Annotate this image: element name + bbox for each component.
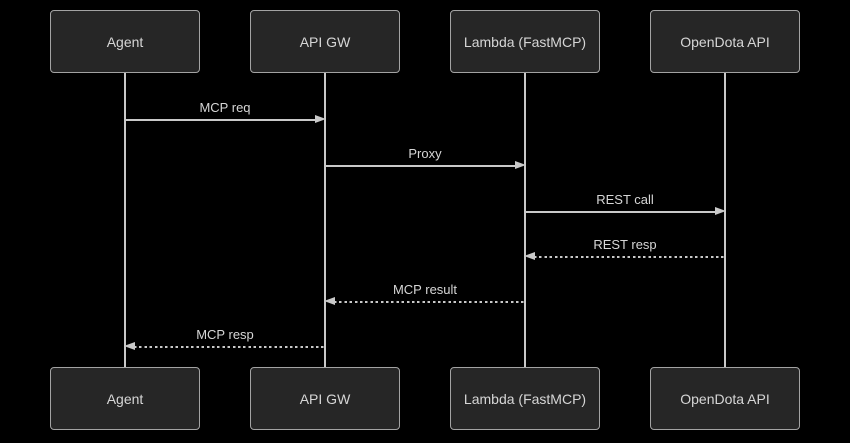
message-label: MCP req [199,100,251,115]
message-label: MCP resp [196,327,254,342]
arrowhead-right-icon [715,207,726,216]
actor-label: Agent [106,33,144,50]
lifeline-opendota [724,73,726,367]
actor-label: Lambda (FastMCP) [463,390,587,407]
actor-label: OpenDota API [680,33,770,50]
message-label: MCP result [392,282,458,297]
actor-label: OpenDota API [680,390,770,407]
actor-top-api-gw: API GW [250,10,400,73]
actor-top-lambda: Lambda (FastMCP) [450,10,600,73]
message-line [125,119,316,121]
actor-label: API GW [299,33,351,50]
actor-label: API GW [299,390,351,407]
actor-bottom-lambda: Lambda (FastMCP) [450,367,600,430]
arrowhead-right-icon [515,161,526,170]
actor-bottom-api-gw: API GW [250,367,400,430]
message-line [534,256,725,258]
actor-top-agent: Agent [50,10,200,73]
actor-top-opendota: OpenDota API [650,10,800,73]
arrowhead-left-icon [124,342,135,351]
message-line [334,301,525,303]
message-line [525,211,716,213]
lifeline-lambda [524,73,526,367]
message-label: Proxy [408,146,442,161]
actor-bottom-agent: Agent [50,367,200,430]
arrowhead-right-icon [315,115,326,124]
arrowhead-left-icon [324,297,335,306]
message-line [134,346,325,348]
actor-bottom-opendota: OpenDota API [650,367,800,430]
actor-label: Lambda (FastMCP) [463,33,587,50]
actor-label: Agent [106,390,144,407]
message-label: REST call [596,192,654,207]
message-line [325,165,516,167]
lifeline-agent [124,73,126,367]
lifeline-api-gw [324,73,326,367]
arrowhead-left-icon [524,252,535,261]
message-label: REST resp [593,237,657,252]
